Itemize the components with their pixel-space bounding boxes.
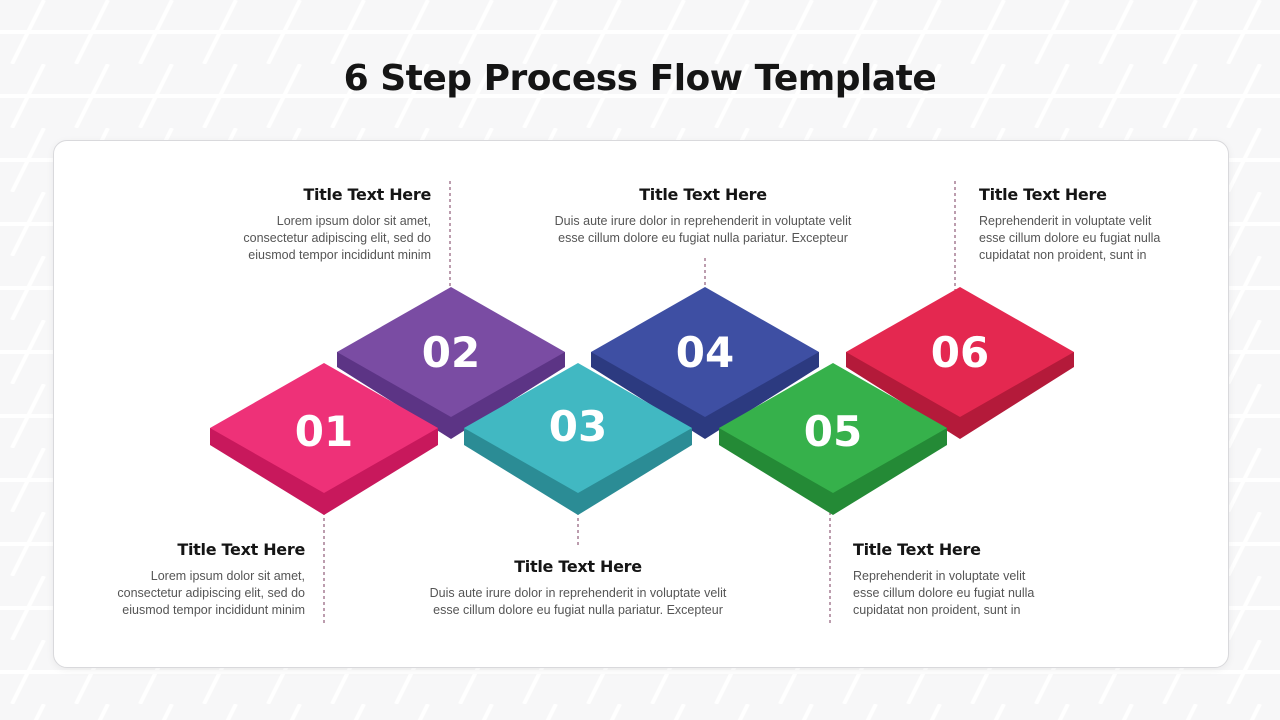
step-body-02: Lorem ipsum dolor sit amet, consectetur … — [243, 214, 431, 262]
step-tile-04: 04 — [591, 287, 819, 439]
page-title: 6 Step Process Flow Template — [343, 58, 937, 99]
step-text-01: Title Text Here Lorem ipsum dolor sit am… — [0, 540, 305, 619]
step-tile-04-top — [591, 287, 819, 417]
connector-lines — [323, 181, 956, 624]
step-title-02: Title Text Here — [303, 185, 431, 204]
step-number-06: 06 — [931, 328, 989, 377]
step-body-05: Reprehenderit in voluptate velit esse ci… — [853, 569, 1035, 617]
step-tile-05-top — [719, 363, 947, 493]
step-tile-06: 06 — [846, 287, 1074, 439]
step-number-04: 04 — [676, 328, 734, 377]
step-body-06: Reprehenderit in voluptate velit esse ci… — [979, 214, 1161, 262]
step-number-02: 02 — [422, 328, 480, 377]
step-body-04: Duis aute irure dolor in reprehenderit i… — [554, 214, 852, 245]
step-tile-02-top — [337, 287, 565, 417]
step-tile-01-top — [210, 363, 438, 493]
step-title-04: Title Text Here — [639, 185, 767, 204]
step-title-03: Title Text Here — [514, 557, 642, 576]
step-text-03: Title Text Here Duis aute irure dolor in… — [398, 557, 758, 619]
step-title-06: Title Text Here — [979, 185, 1107, 204]
step-text-06: Title Text Here Reprehenderit in volupta… — [979, 185, 1179, 264]
step-tile-05: 05 — [719, 363, 947, 515]
step-tile-03-top — [464, 363, 692, 493]
step-text-04: Title Text Here Duis aute irure dolor in… — [523, 185, 883, 247]
step-number-03: 03 — [549, 402, 607, 451]
step-title-05: Title Text Here — [853, 540, 981, 559]
step-body-03: Duis aute irure dolor in reprehenderit i… — [429, 586, 727, 617]
step-title-01: Title Text Here — [177, 540, 305, 559]
step-number-05: 05 — [804, 407, 862, 456]
step-text-05: Title Text Here Reprehenderit in volupta… — [853, 540, 1053, 619]
step-text-02: Title Text Here Lorem ipsum dolor sit am… — [71, 185, 431, 264]
step-tile-01: 01 — [210, 363, 438, 515]
step-tile-02: 02 — [337, 287, 565, 439]
step-tile-03: 03 — [464, 363, 692, 515]
step-number-01: 01 — [295, 407, 353, 456]
step-tile-06-top — [846, 287, 1074, 417]
step-body-01: Lorem ipsum dolor sit amet, consectetur … — [117, 569, 305, 617]
